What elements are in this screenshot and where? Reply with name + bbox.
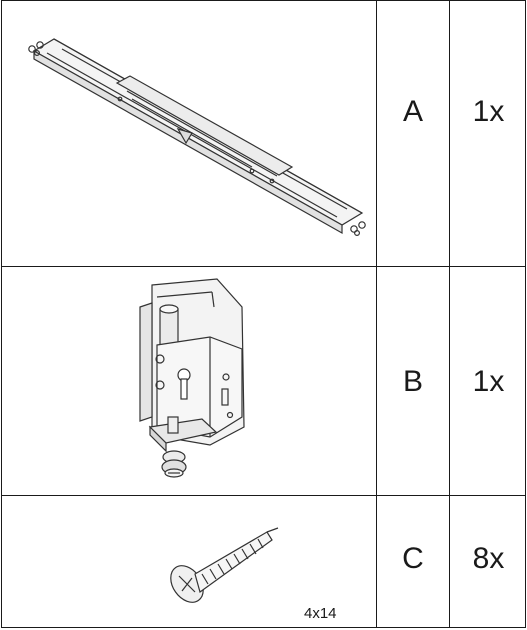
part-row-a: A 1x <box>2 1 525 266</box>
hinge-bracket-icon <box>139 278 245 478</box>
part-quantity: 8x <box>472 542 505 575</box>
part-letter: B <box>402 365 423 398</box>
row-divider-2 <box>2 495 525 496</box>
part-letter: A <box>402 95 423 128</box>
part-quantity: 1x <box>472 365 505 398</box>
screw-size-label: 4x14 <box>304 605 337 622</box>
rail-bracket-icon <box>28 38 366 237</box>
part-quantity: 1x <box>472 95 505 128</box>
column-divider-quantity <box>449 1 450 627</box>
part-row-b: B 1x <box>2 267 525 495</box>
column-divider-letter <box>376 1 377 627</box>
screw-icon <box>170 527 279 603</box>
part-row-c: 4x14 C 8x <box>2 496 525 628</box>
row-divider-1 <box>2 266 525 267</box>
part-letter: C <box>402 542 424 575</box>
